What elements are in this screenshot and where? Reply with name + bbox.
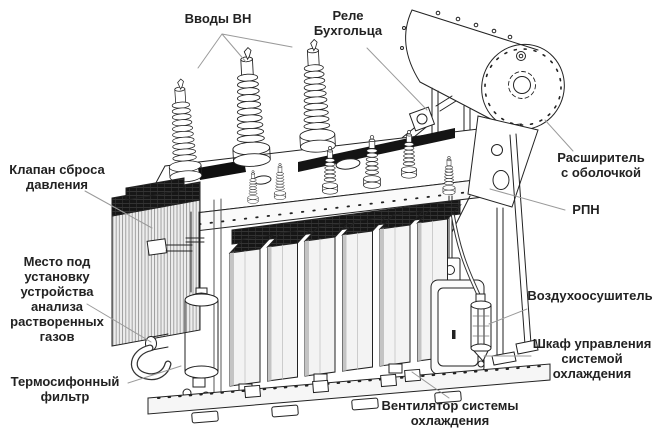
label-thermosiphon: Термосифонный фильтр (10, 374, 120, 404)
label-air-dryer: Воздухоосушитель (527, 288, 653, 303)
air-dryer (451, 214, 492, 368)
label-hv-bushings: Вводы ВН (184, 11, 252, 26)
hv-bushing-3 (294, 38, 337, 154)
front-radiator-bank (228, 204, 462, 394)
leader-conservator (544, 119, 574, 152)
hv-bushing-1 (162, 77, 203, 184)
radiator-panel (303, 222, 350, 384)
radiator-panel (228, 234, 275, 394)
cooling-control-cabinet (430, 279, 485, 381)
base-skid (147, 363, 551, 424)
leader-thermosiphon (127, 365, 182, 384)
label-oltc: РПН (572, 202, 600, 217)
left-radiator (111, 177, 201, 347)
radiator-panel (378, 210, 425, 374)
conservator-fittings (400, 10, 513, 50)
radiator-panel (266, 228, 312, 382)
lid-dark-beam (198, 160, 246, 180)
label-conservator: Расширитель с оболочкой (557, 150, 645, 180)
buchholz-relay (391, 87, 471, 151)
leader-pressure-valve (84, 190, 153, 229)
label-dga-mount: Место под установку устройства анализа р… (10, 254, 104, 344)
cooling-fan-units (244, 368, 422, 399)
leader-buchholz (366, 47, 428, 111)
label-pressure-valve: Клапан сброса давления (9, 162, 105, 192)
thermosiphon-filter (131, 211, 219, 401)
label-cooling-fan: Вентилятор системы охлаждения (381, 398, 519, 428)
label-buchholz-relay: Реле Бухгольца (313, 8, 383, 38)
hv-bushing-2 (227, 46, 272, 168)
leader-hv-bushings (197, 33, 293, 69)
leader-lines (84, 33, 574, 399)
leader-air-dryer (488, 308, 528, 325)
conservator-tank (400, 9, 565, 131)
leader-oltc (489, 188, 566, 211)
label-cooling-cabinet: Шкаф управления системой охлаждения (532, 336, 652, 381)
leader-fan (411, 371, 450, 399)
leader-dga (86, 303, 152, 343)
radiator-panel (341, 216, 387, 372)
